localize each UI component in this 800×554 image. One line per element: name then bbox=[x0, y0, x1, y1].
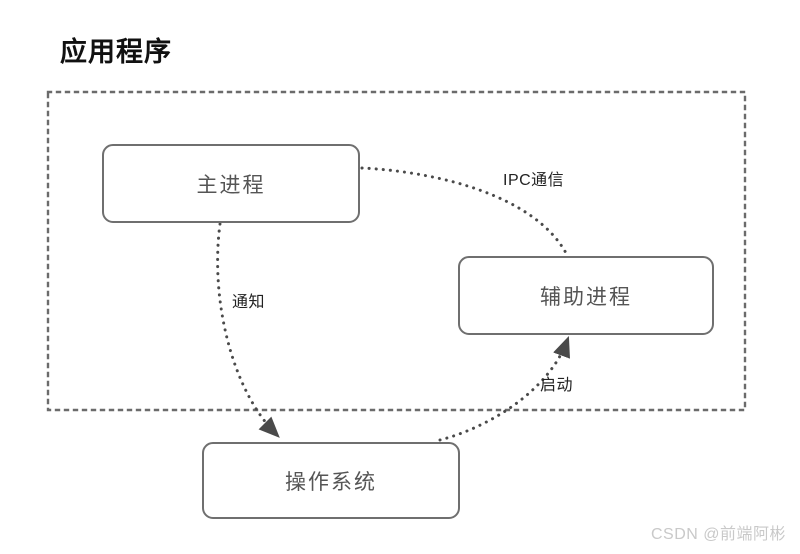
edge-ipc-path bbox=[360, 166, 568, 255]
node-helper-process[interactable]: 辅助进程 bbox=[458, 256, 714, 335]
edge-label-notify: 通知 bbox=[232, 294, 266, 311]
watermark: CSDN @前端阿彬 bbox=[650, 526, 786, 543]
node-helper-process-label: 辅助进程 bbox=[540, 285, 632, 309]
application-boundary-rect bbox=[46, 90, 747, 412]
node-main-process[interactable]: 主进程 bbox=[102, 144, 360, 223]
edge-label-ipc: IPC通信 bbox=[503, 172, 565, 189]
edge-label-launch: 启动 bbox=[540, 377, 574, 394]
page-title: 应用程序 bbox=[60, 37, 172, 67]
node-operating-system[interactable]: 操作系统 bbox=[202, 442, 460, 519]
node-operating-system-label: 操作系统 bbox=[285, 470, 377, 494]
node-main-process-label: 主进程 bbox=[196, 173, 266, 197]
edge-notify-path bbox=[216, 222, 280, 438]
